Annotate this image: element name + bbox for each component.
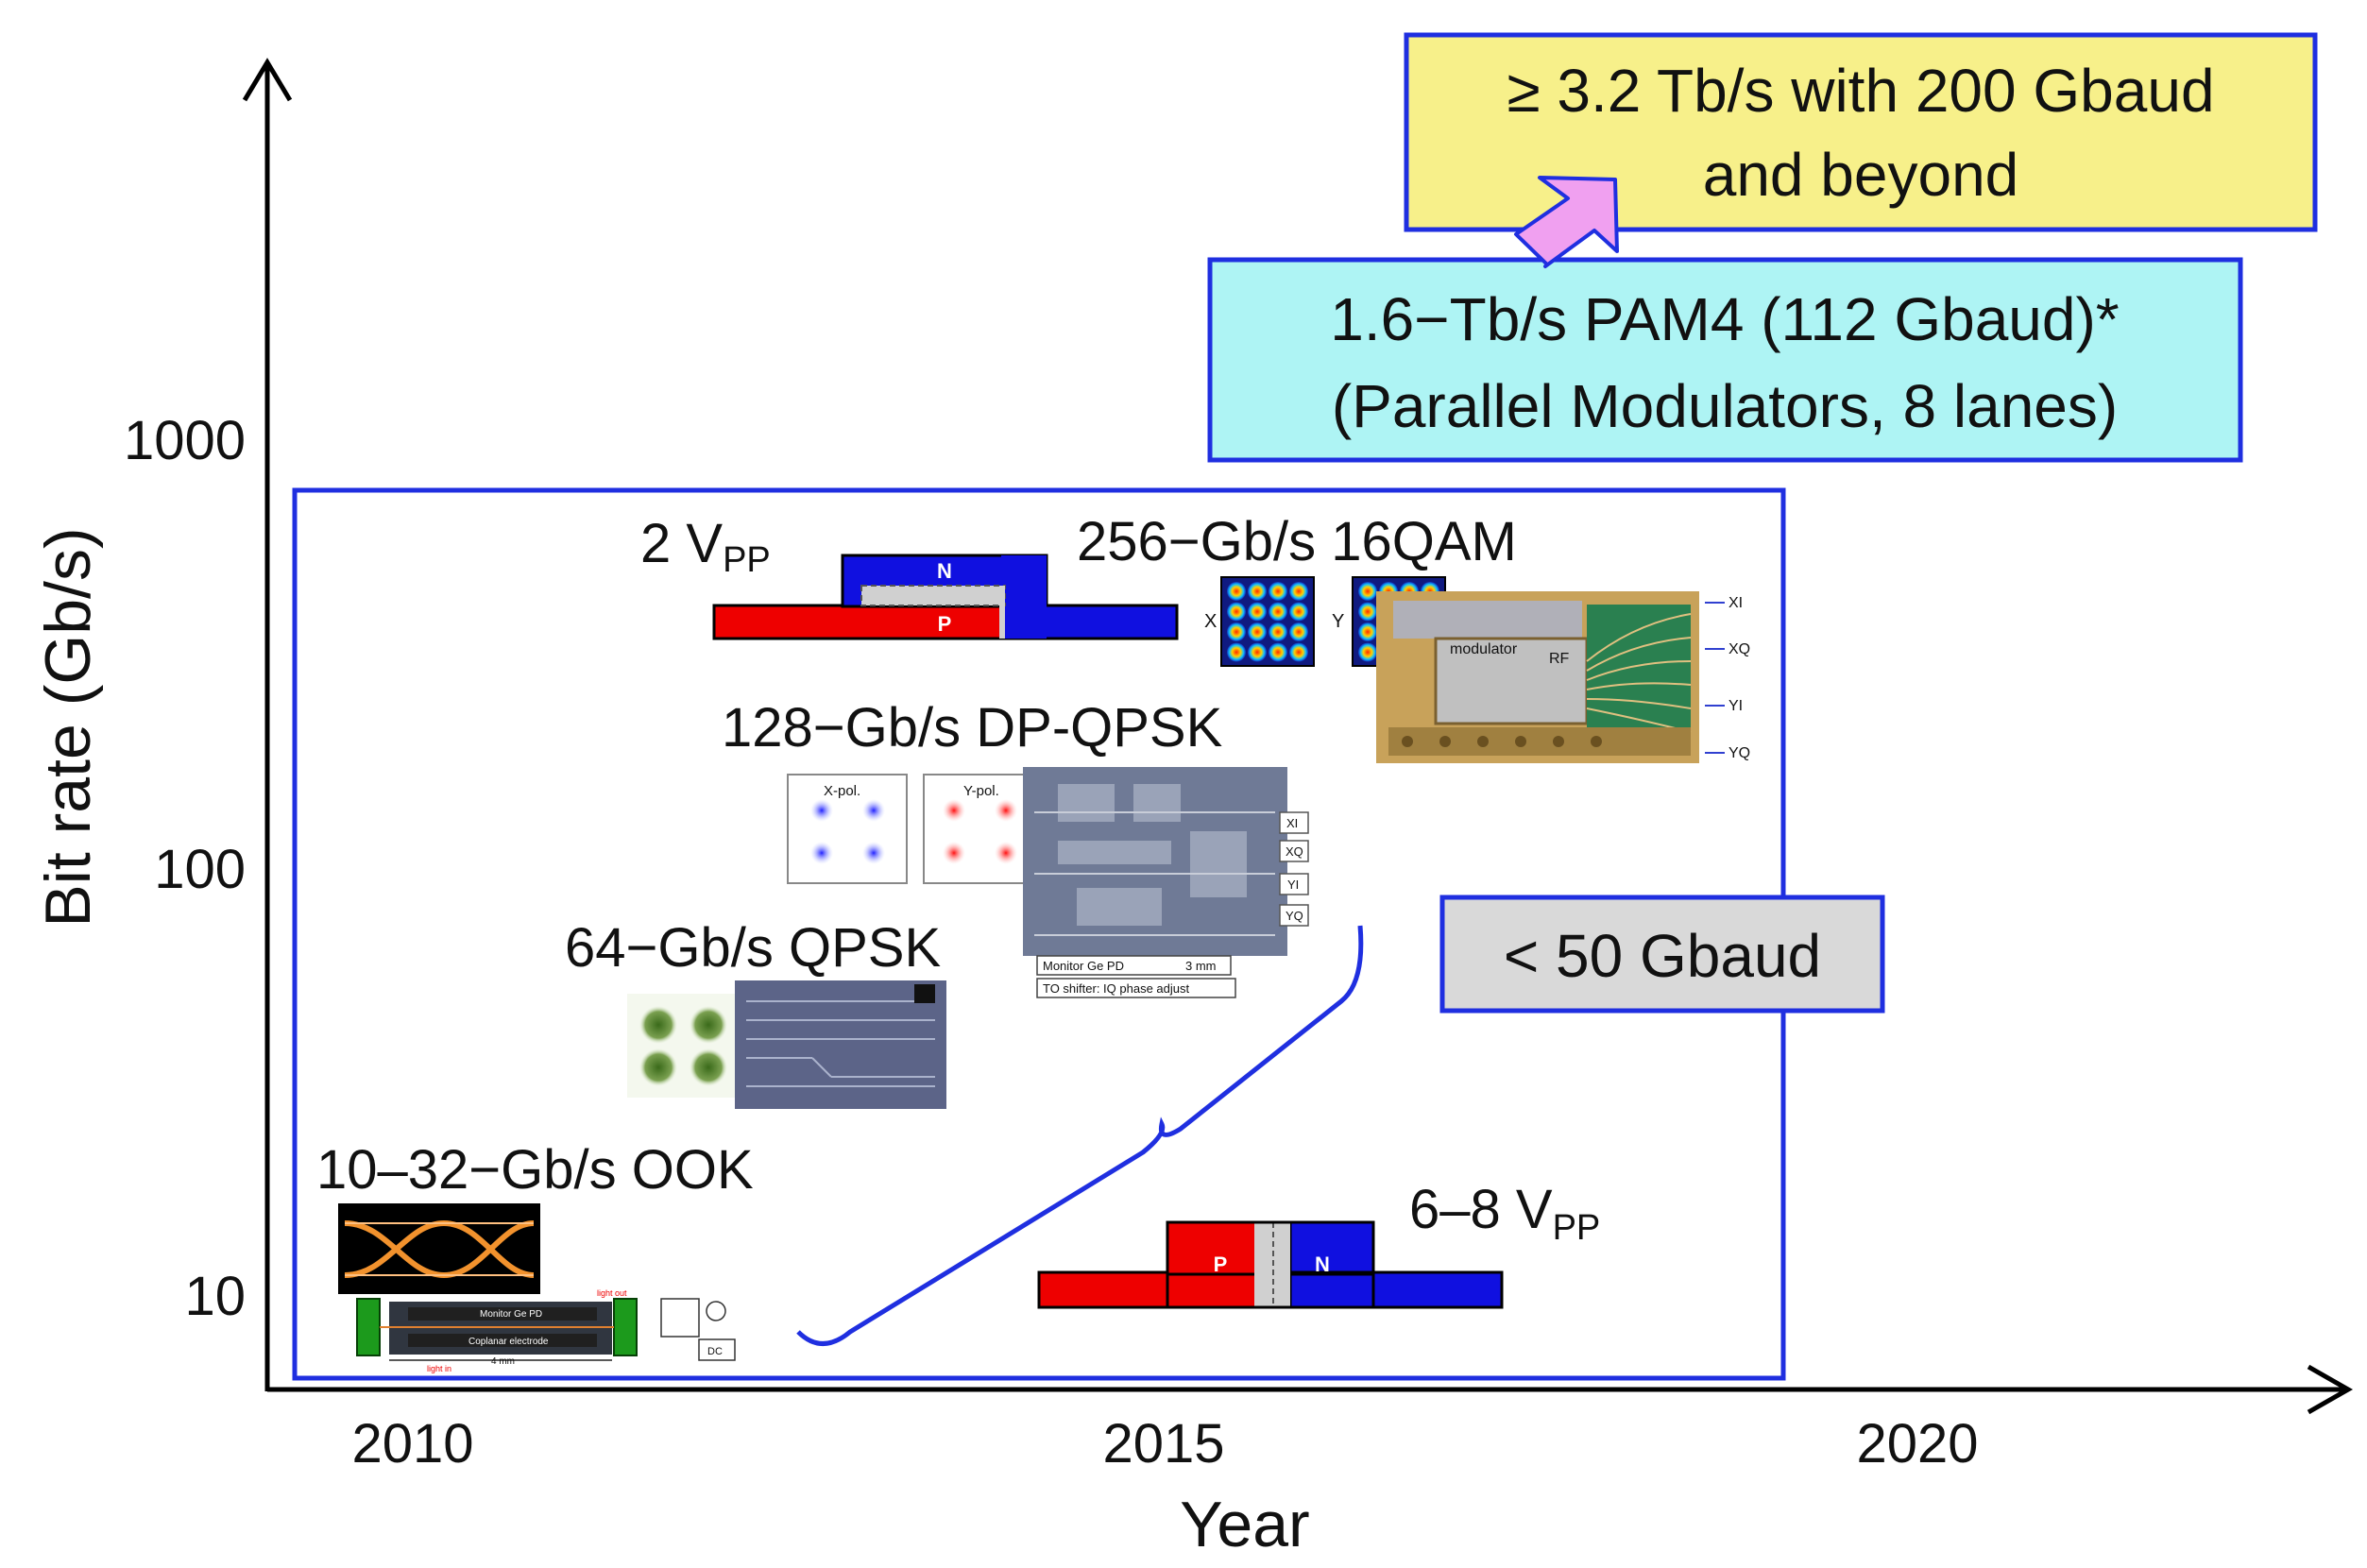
pn-junction-lateral: N P: [712, 554, 1179, 640]
ook-light-in-label: light in: [427, 1364, 451, 1373]
x-tick-2020: 2020: [1856, 1413, 1978, 1474]
pam4-line1: 1.6−Tb/s PAM4 (112 Gbaud)*: [1330, 285, 2119, 353]
qam-symbol-spot: [1358, 602, 1377, 622]
target-line2: and beyond: [1703, 141, 2019, 209]
gbaud-label: < 50 Gbaud: [1504, 922, 1821, 990]
qam-symbol-spot: [1289, 602, 1308, 622]
qam-symbol-spot: [1227, 622, 1246, 641]
vpp-high-sub: PP: [1553, 1208, 1601, 1248]
eye-diagram: [338, 1203, 540, 1294]
upgrade-arrow: [1514, 176, 1619, 268]
qpsk-constellation: [627, 994, 739, 1098]
vpp-low-label: 2 VPP: [640, 513, 771, 580]
xpol-label: X-pol.: [824, 783, 860, 799]
qam-symbol-spot: [1358, 622, 1377, 641]
qam-symbol-spot: [1248, 642, 1267, 662]
qam-symbol-spot: [1289, 622, 1308, 641]
p-region-label: P: [938, 612, 952, 636]
y-axis: [242, 58, 293, 1391]
pn-junction-vertical: P N: [1037, 1220, 1504, 1309]
constellation-y-label: Y: [1332, 611, 1344, 632]
qam-symbol-spot: [1248, 602, 1267, 622]
qam-symbol-spot: [1227, 582, 1246, 601]
y-tick-100: 100: [154, 839, 246, 900]
p-vertical-label: P: [1214, 1253, 1228, 1276]
curly-brace: [796, 925, 1364, 1346]
qam-symbol-spot: [1269, 582, 1287, 601]
chip-3mm-label: 3 mm: [1185, 959, 1217, 973]
constellation-x: [1220, 576, 1315, 667]
n-region-label: N: [937, 559, 952, 583]
dpqpsk-chip-photo: Monitor Ge PD 3 mm TO shifter: IQ phase …: [1023, 767, 1287, 998]
chip-monitor-label: Monitor Ge PD: [1043, 959, 1124, 973]
target-line1: ≥ 3.2 Tb/s with 200 Gbaud: [1507, 57, 2214, 125]
dpqpsk-port-labels: XI XQ YI YQ: [1279, 811, 1309, 927]
qpsk-chip-photo: [735, 980, 946, 1109]
x-tick-2010: 2010: [351, 1413, 473, 1474]
dpqpsk-label: 128−Gb/s DP-QPSK: [722, 697, 1223, 758]
dp-port-xq: XQ: [1286, 844, 1303, 859]
pam4-line2: (Parallel Modulators, 8 lanes): [1332, 372, 2118, 440]
ook-4mm-label: 4 mm: [491, 1356, 515, 1367]
y-axis-title: Bit rate (Gb/s): [32, 527, 104, 927]
qam-port-labels: XI XQ YI YQ: [1705, 595, 1750, 761]
n-vertical-label: N: [1315, 1253, 1330, 1276]
ook-monitor-label: Monitor Ge PD: [480, 1309, 542, 1320]
qpsk-label: 64−Gb/s QPSK: [565, 917, 941, 979]
gbaud-box: < 50 Gbaud: [1439, 895, 1885, 1014]
port-yq: YQ: [1728, 745, 1750, 761]
qam-symbol-spot: [1289, 642, 1308, 662]
photo-rf-label: RF: [1549, 651, 1570, 667]
ypol-label: Y-pol.: [963, 783, 999, 799]
qam-symbol-spot: [1227, 642, 1246, 662]
qam-device-photo: modulator RF: [1376, 591, 1699, 763]
y-tick-10: 10: [184, 1266, 246, 1327]
vpp-low-sub: PP: [723, 540, 771, 580]
qam-symbol-spot: [1358, 582, 1377, 601]
qam-symbol-spot: [1227, 602, 1246, 622]
dp-port-xi: XI: [1286, 816, 1298, 830]
x-axis: [267, 1364, 2354, 1415]
qam-symbol-spot: [1269, 642, 1287, 662]
ook-light-out-label: light out: [597, 1288, 627, 1298]
ook-dc-label: DC: [707, 1346, 723, 1357]
target-box: ≥ 3.2 Tb/s with 200 Gbaud and beyond: [1404, 32, 2318, 232]
qam-symbol-spot: [1248, 622, 1267, 641]
vpp-low-main: 2 V: [640, 513, 723, 574]
qam-symbol-spot: [1248, 582, 1267, 601]
photo-modulator-label: modulator: [1450, 641, 1518, 657]
dp-port-yq: YQ: [1286, 909, 1303, 923]
qam-symbol-spot: [1289, 582, 1308, 601]
pam4-box: 1.6−Tb/s PAM4 (112 Gbaud)* (Parallel Mod…: [1207, 257, 2243, 463]
chip-shifter-label: TO shifter: IQ phase adjust: [1043, 981, 1189, 996]
x-tick-2015: 2015: [1102, 1413, 1224, 1474]
vpp-high-main: 6–8 V: [1409, 1179, 1553, 1240]
constellation-x-label: X: [1204, 611, 1217, 632]
port-yi: YI: [1728, 698, 1743, 714]
x-axis-title: Year: [1180, 1489, 1309, 1560]
xpol-constellation: X-pol.: [787, 774, 908, 884]
y-tick-1000: 1000: [124, 410, 246, 471]
ook-modulator-schematic: Monitor Ge PD Coplanar electrode 4 mm li…: [356, 1288, 736, 1373]
ook-label: 10–32−Gb/s OOK: [316, 1139, 754, 1201]
port-xq: XQ: [1728, 641, 1750, 657]
qam-symbol-spot: [1269, 622, 1287, 641]
ook-coplanar-label: Coplanar electrode: [468, 1337, 549, 1347]
dp-port-yi: YI: [1287, 878, 1299, 892]
vpp-high-label: 6–8 VPP: [1409, 1179, 1600, 1248]
qam-symbol-spot: [1269, 602, 1287, 622]
qam-label: 256−Gb/s 16QAM: [1077, 511, 1517, 572]
port-xi: XI: [1728, 595, 1743, 611]
qam-symbol-spot: [1358, 642, 1377, 662]
